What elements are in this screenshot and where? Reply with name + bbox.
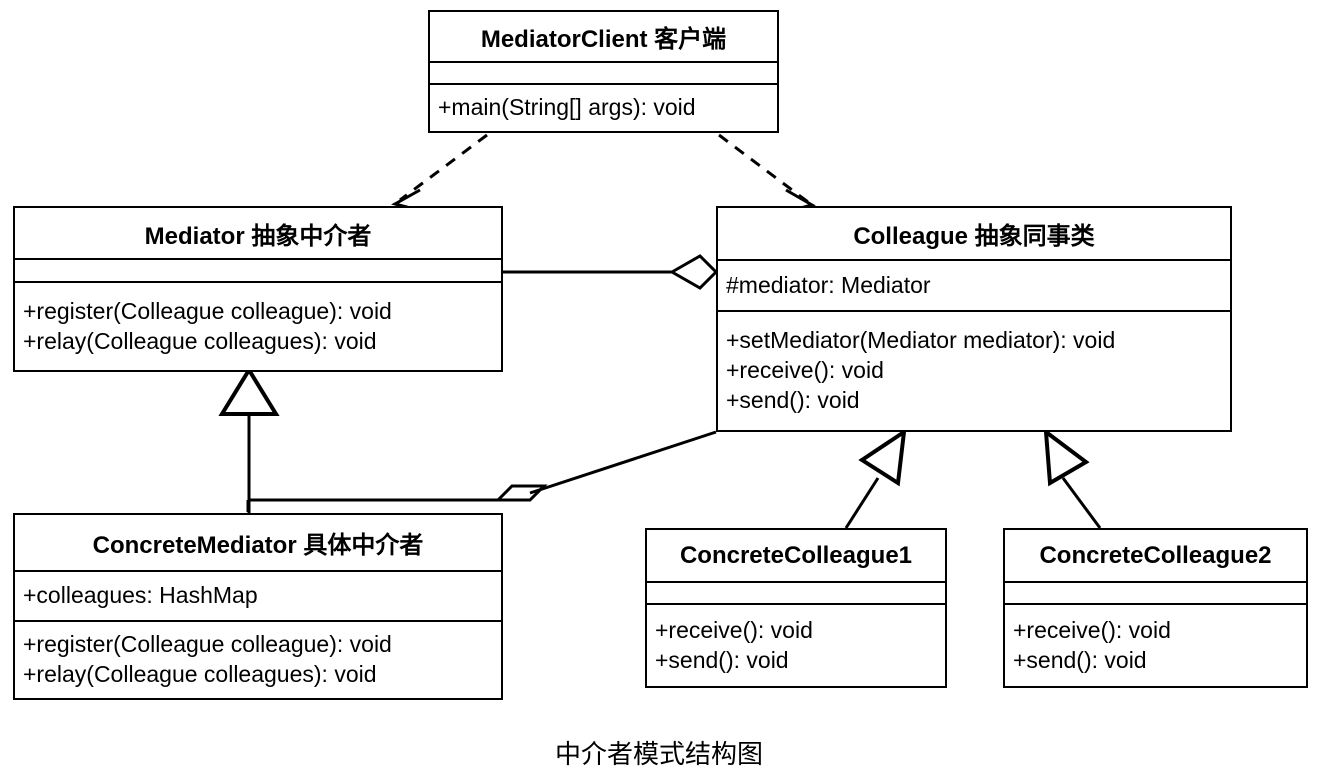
operation-item: +relay(Colleague colleagues): void [23,661,377,687]
class-box-concrete-colleague1[interactable]: ConcreteColleague1 +receive(): void +sen… [645,528,947,688]
class-box-concrete-mediator[interactable]: ConcreteMediator 具体中介者 +colleagues: Hash… [13,513,503,700]
class-attributes-concrete-colleague1 [647,583,945,605]
attribute-item: +colleagues: HashMap [23,582,258,609]
operation-item: +receive(): void [726,357,884,384]
operation-item: +send(): void [726,386,860,413]
class-attributes-concrete-colleague2 [1005,583,1306,605]
class-operations-concrete-colleague1: +receive(): void +send(): void [647,605,945,686]
class-attributes-mediator [15,260,501,283]
class-name-concrete-colleague2: ConcreteColleague2 [1005,530,1306,583]
class-attributes-mediator-client [430,63,777,85]
class-box-mediator-client[interactable]: MediatorClient 客户端 +main(String[] args):… [428,10,779,133]
class-name-concrete-colleague1: ConcreteColleague1 [647,530,945,583]
operation-item: +send(): void [1013,646,1147,673]
class-name-concrete-mediator: ConcreteMediator 具体中介者 [15,515,501,572]
generalization-concretemediator-to-mediator [218,366,280,513]
diagram-caption: 中介者模式结构图 [554,739,763,769]
class-box-mediator[interactable]: Mediator 抽象中介者 +register(Colleague colle… [13,206,503,372]
operation-item: +register(Colleague colleague): void [23,297,392,324]
class-operations-mediator-client: +main(String[] args): void [430,85,777,131]
class-operations-mediator: +register(Colleague colleague): void +re… [15,283,501,370]
operation-item: +receive(): void [655,616,813,643]
class-operations-concrete-mediator: +register(Colleague colleague): void +re… [15,622,501,698]
generalization-concretecolleague2-to-colleague [1043,427,1102,529]
class-operations-colleague: +setMediator(Mediator mediator): void +r… [718,312,1230,430]
operation-item: +relay(Colleague colleagues): void [23,327,377,354]
class-box-concrete-colleague2[interactable]: ConcreteColleague2 +receive(): void +sen… [1003,528,1308,688]
operation-item: +send(): void [655,646,789,673]
class-name-colleague: Colleague 抽象同事类 [718,208,1230,261]
class-name-mediator-client: MediatorClient 客户端 [430,12,777,63]
class-attributes-concrete-mediator: +colleagues: HashMap [15,572,501,622]
class-name-mediator: Mediator 抽象中介者 [15,208,501,260]
operation-item: +register(Colleague colleague): void [23,631,392,658]
dependency-client-to-mediator [391,133,488,212]
class-attributes-colleague: #mediator: Mediator [718,261,1230,312]
operation-item: +main(String[] args): void [438,94,696,121]
class-box-colleague[interactable]: Colleague 抽象同事类 #mediator: Mediator +set… [716,206,1232,432]
aggregation-concretemediator-to-colleague [246,430,717,512]
operation-item: +receive(): void [1013,616,1171,643]
class-operations-concrete-colleague2: +receive(): void +send(): void [1005,605,1306,686]
operation-item: +setMediator(Mediator mediator): void [726,327,1116,354]
attribute-item: #mediator: Mediator [726,271,931,298]
dependency-client-to-colleague [718,133,816,213]
aggregation-colleague-to-mediator [503,254,719,290]
generalization-concretecolleague1-to-colleague [844,427,907,529]
